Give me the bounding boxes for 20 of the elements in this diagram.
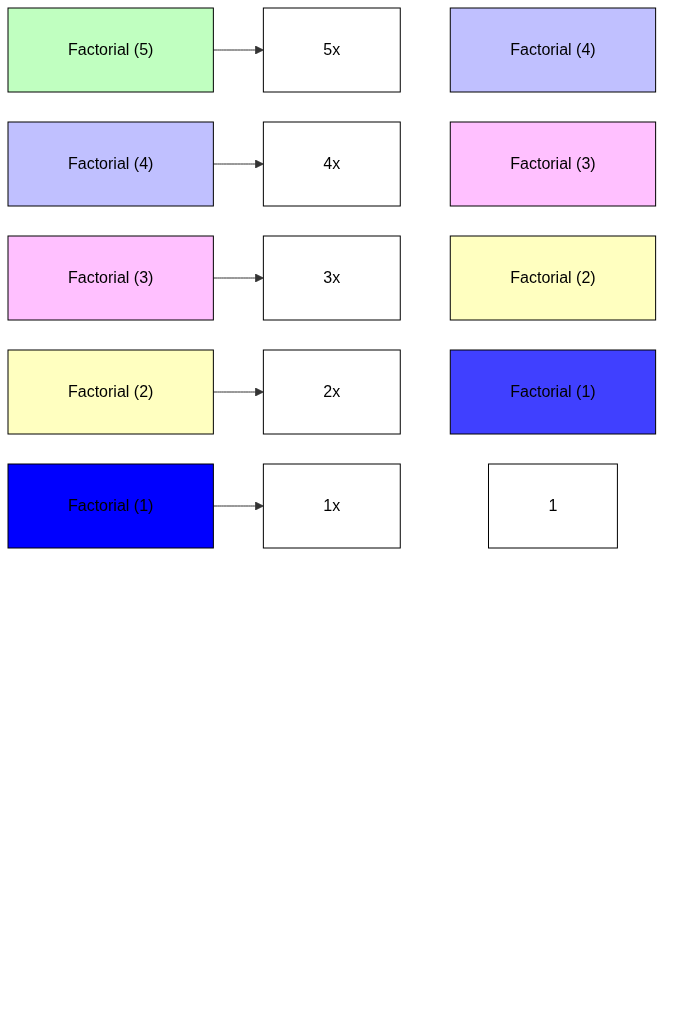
node-box: 3x xyxy=(262,235,401,321)
node-box: Factorial (4) xyxy=(7,121,214,207)
node-box: 2x xyxy=(262,349,401,435)
arrow xyxy=(212,273,264,283)
node-box: 5x xyxy=(262,7,401,93)
node-box: Factorial (2) xyxy=(7,349,214,435)
arrow xyxy=(212,45,264,55)
arrow xyxy=(212,501,264,511)
node-box: Factorial (4) xyxy=(449,7,657,93)
node-box: Factorial (3) xyxy=(449,121,657,207)
arrow xyxy=(212,159,264,169)
node-box: 4x xyxy=(262,121,401,207)
node-box: Factorial (2) xyxy=(449,235,657,321)
node-box: Factorial (5) xyxy=(7,7,214,93)
node-box: 1 xyxy=(488,463,618,549)
arrow xyxy=(212,387,264,397)
node-box: Factorial (1) xyxy=(449,349,657,435)
node-box: Factorial (1) xyxy=(7,463,214,549)
node-box: 1x xyxy=(262,463,401,549)
node-box: Factorial (3) xyxy=(7,235,214,321)
